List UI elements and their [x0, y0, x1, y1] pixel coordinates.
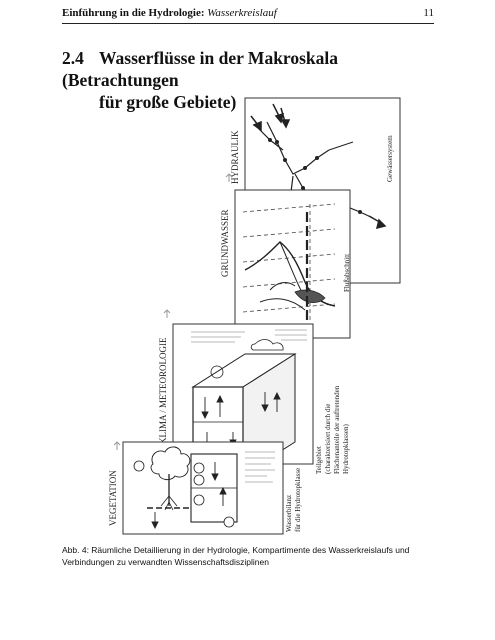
header-title-italic: Wasserkreislauf: [207, 7, 277, 19]
section-title-line2: für große Gebiete): [99, 92, 237, 112]
section-title-line1: Wasserflüsse in der Makroskala (Betracht…: [62, 48, 339, 90]
header-title-bold: Einführung in die Hydrologie:: [62, 7, 205, 19]
label-wasserbilanz-line2: für die Hydrotopklasse: [294, 468, 302, 532]
running-header: Einführung in die Hydrologie: Wasserkrei…: [62, 7, 434, 25]
section-number: 2.4: [62, 48, 84, 68]
panel-label-klima: KLIMA / METEOROLOGIE: [158, 337, 168, 444]
panel-label-hydraulik: HYDRAULIK: [230, 130, 240, 184]
header-rule: [62, 23, 434, 24]
panel-grundwasser: GRUNDWASSER Flußabschnitt: [220, 189, 351, 339]
figure-drawing: HYDRAULIK Gewässersystem GRUNDWASSER Flu…: [108, 97, 401, 535]
panel-vegetation: VEGETATION Wasserbilanz für die Hydrotop…: [108, 441, 302, 535]
panel-connectors: [113, 173, 233, 450]
label-teilgebiet-line4: Hydrotopklassen): [342, 424, 350, 474]
header-title: Einführung in die Hydrologie: Wasserkrei…: [62, 7, 277, 19]
page-number: 11: [423, 7, 434, 19]
label-flussabschnitt: Flußabschnitt: [343, 254, 351, 292]
label-gewaessersystem: Gewässersystem: [386, 135, 394, 182]
label-teilgebiet-line1: Teilgebiet: [315, 446, 323, 474]
label-teilgebiet: Teilgebiet (charakterisiert durch die Fl…: [315, 384, 350, 474]
label-teilgebiet-line3: Flächenanteile der auftretenden: [333, 385, 341, 474]
figure-caption: Abb. 4: Räumliche Detaillierung in der H…: [62, 545, 410, 567]
figure-hydrology-compartments: HYDRAULIK Gewässersystem GRUNDWASSER Flu…: [95, 92, 405, 537]
panel-label-grundwasser: GRUNDWASSER: [220, 209, 230, 277]
label-wasserbilanz-line1: Wasserbilanz: [285, 495, 293, 532]
label-wasserbilanz: Wasserbilanz für die Hydrotopklasse: [285, 468, 302, 532]
label-teilgebiet-line2: (charakterisiert durch die: [324, 404, 332, 474]
panel-label-vegetation: VEGETATION: [108, 470, 118, 526]
panel-grundwasser-frame: [234, 189, 351, 339]
